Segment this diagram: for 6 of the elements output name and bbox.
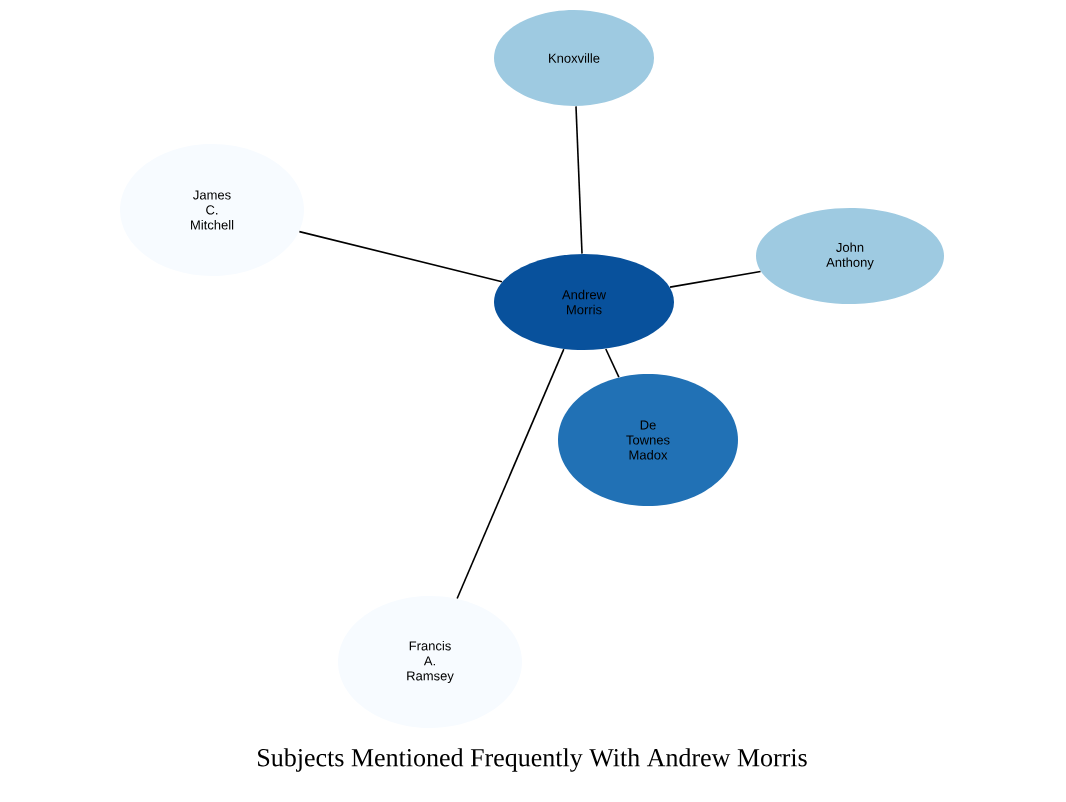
connector-line xyxy=(605,348,620,378)
caption: Subjects Mentioned Frequently With Andrew Morris xyxy=(258,748,807,772)
connector-line xyxy=(298,230,503,283)
connector-line xyxy=(575,105,583,255)
connector-line xyxy=(456,348,565,600)
connector-line xyxy=(669,270,762,288)
